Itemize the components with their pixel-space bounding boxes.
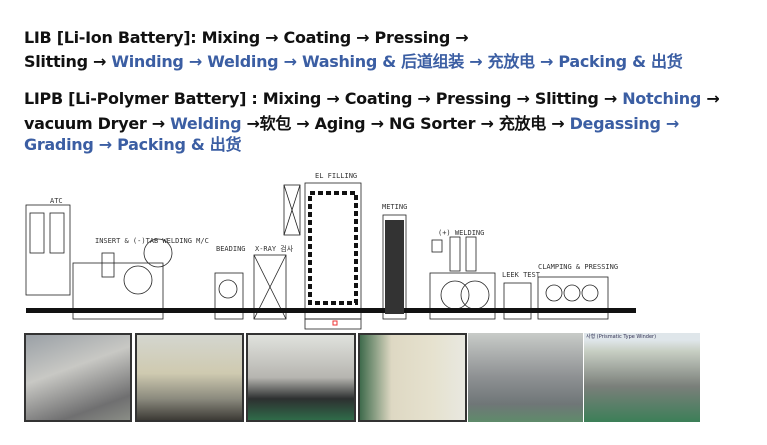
label-meting: METING xyxy=(382,203,407,211)
lib-text: Slitting → xyxy=(24,52,112,71)
label-welding: (+) WELDING xyxy=(438,229,484,237)
el-filling-machine xyxy=(304,182,362,320)
lipb-text: →软包 → Aging → NG Sorter → 充放电 → xyxy=(241,114,570,133)
lipb-text: → xyxy=(701,89,720,108)
lipb-line-1: LIPB [Li-Polymer Battery] : Mixing → Coa… xyxy=(24,89,720,108)
meting-machine xyxy=(382,214,407,320)
label-insert: INSERT & (-)TAB WELDING M/C xyxy=(95,237,209,245)
clamping-machine xyxy=(537,276,609,320)
lipb-highlight: Welding xyxy=(170,114,242,133)
lipb-highlight: Notching xyxy=(622,89,702,108)
photo-pressing xyxy=(246,333,356,422)
label-xray: X-RAY 검사 xyxy=(255,244,294,253)
photo-prismatic-winder: 사형 (Prismatic Type Winder) xyxy=(584,333,700,422)
lipb-highlight: Degassing → xyxy=(569,114,680,133)
lib-highlight: Winding → Welding → Washing & 后道组装 → 充放电… xyxy=(111,52,683,71)
lipb-text: LIPB [Li-Polymer Battery] : Mixing → Coa… xyxy=(24,89,623,108)
label-beading: BEADING xyxy=(216,245,246,253)
label-leek-test: LEEK TEST xyxy=(502,271,541,279)
production-line-diagram: ATC INSERT & (-)TAB WELDING M/C BEADING … xyxy=(25,172,636,330)
label-clamping: CLAMPING & PRESSING xyxy=(538,263,618,271)
welding-machine xyxy=(429,272,496,320)
beading-machine xyxy=(214,272,244,320)
photo-mixing xyxy=(24,333,132,422)
lipb-text: vacuum Dryer → xyxy=(24,114,171,133)
xray-machine xyxy=(253,254,287,320)
photo-coating xyxy=(135,333,244,422)
atc-machine xyxy=(25,204,71,296)
lib-line-1: LIB [Li-Ion Battery]: Mixing → Coating →… xyxy=(24,28,469,47)
photo-winding xyxy=(468,333,583,422)
photo-slitting xyxy=(358,333,467,422)
marker xyxy=(332,320,338,326)
lipb-line-3: Grading → Packing & 出货 xyxy=(24,135,242,154)
label-el-filling: EL FILLING xyxy=(315,172,357,180)
lipb-line-2: vacuum Dryer → Welding →软包 → Aging → NG … xyxy=(24,110,679,134)
label-atc: ATC xyxy=(50,197,63,205)
photo-caption: 사형 (Prismatic Type Winder) xyxy=(586,334,657,340)
lib-text: LIB [Li-Ion Battery]: Mixing → Coating →… xyxy=(24,28,469,47)
insert-machine xyxy=(72,262,164,320)
leek-test-machine xyxy=(503,282,532,320)
lib-line-2: Slitting → Winding → Welding → Washing &… xyxy=(24,48,683,72)
conveyor-line xyxy=(26,308,636,313)
